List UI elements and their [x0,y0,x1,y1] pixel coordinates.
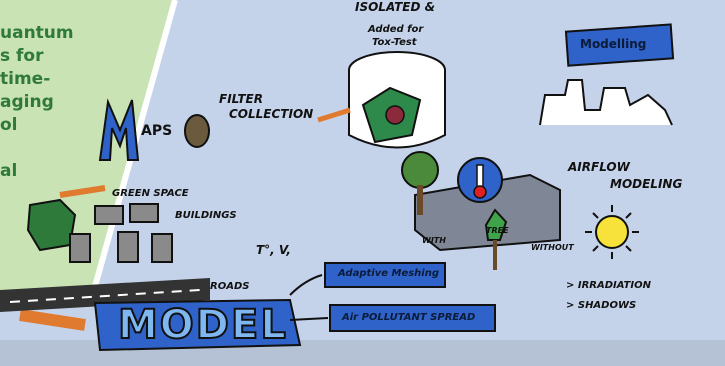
adaptive-meshing-box [324,262,446,288]
model-box [93,298,302,352]
tree-label: TREE [486,226,509,235]
sun-icon [595,215,629,249]
sidebar-line: aging [0,92,54,112]
thermometer-icon [473,185,487,199]
sidebar-text: uantum s for time- aging ol al [0,22,130,183]
collection-label: COLLECTION [229,107,314,121]
air-pollutant-label: Air POLLUTANT SPREAD [342,312,476,323]
skyline-icon [539,79,673,126]
without-label: WITHOUT [531,243,574,252]
street-scene [414,173,561,252]
isolated-title: ISOLATED & [355,0,436,14]
air-pollutant-box [329,304,496,332]
tree-icon [401,151,439,189]
sidebar-line: uantum [0,23,74,43]
maps-m-letter [98,98,140,161]
added-for-label: Added for [368,24,424,35]
sidebar-line: ol [0,115,18,135]
with-label: WITH [422,236,446,245]
sidebar-line: al [0,161,18,181]
arrow-icon [19,309,86,331]
filter-label: FILTER [219,92,263,106]
buildings-icon [69,203,173,263]
arrow-icon [317,107,351,123]
sidebar-line: time- [0,69,51,89]
green-space-icon [26,198,77,252]
roads-label: ROADS [210,281,250,292]
modelling-box [564,23,675,67]
maps-label: APS [141,123,173,139]
filter-icon [184,114,210,148]
sidebar-line: s for [0,46,44,66]
green-space-label: GREEN SPACE [112,188,189,199]
airflow-modeling-label: MODELING [610,177,683,191]
arrow-icon [59,185,106,198]
adaptive-meshing-label: Adaptive Meshing [338,268,439,279]
sidebar-line [0,137,130,160]
airflow-label: AIRFLOW [568,160,630,174]
buildings-label: BUILDINGS [175,210,237,221]
model-label: MODEL [117,301,288,349]
t-v-label: T°, V, [256,243,291,257]
modelling-label: Modelling [580,37,647,51]
shadows-label: > SHADOWS [566,300,637,311]
irradiation-label: > IRRADIATION [566,280,651,291]
tox-test-label: Tox-Test [372,37,417,48]
